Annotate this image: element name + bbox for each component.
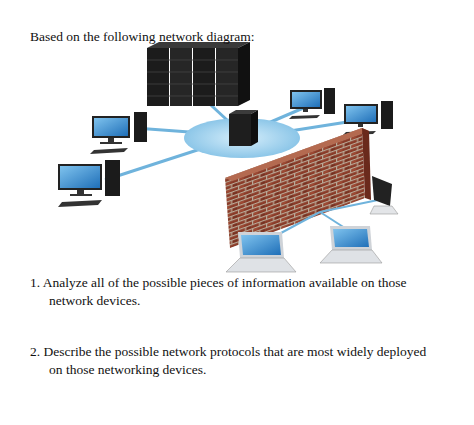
laptop: [320, 226, 382, 263]
central-server: [229, 110, 258, 146]
question-text: 1. Analyze all of the possible pieces of…: [30, 274, 440, 310]
server-rack: [147, 42, 250, 106]
desktop-computer: [343, 101, 393, 135]
laptop: [370, 176, 398, 214]
desktop-computer: [289, 88, 335, 119]
diagram-title: Based on the following network diagram:: [30, 28, 450, 45]
desktop-computer: [58, 160, 120, 207]
laptop: [226, 232, 296, 272]
question-text: 2. Describe the possible network protoco…: [30, 343, 440, 379]
firewall-wall: [225, 128, 371, 248]
desktop-computer: [90, 112, 147, 154]
